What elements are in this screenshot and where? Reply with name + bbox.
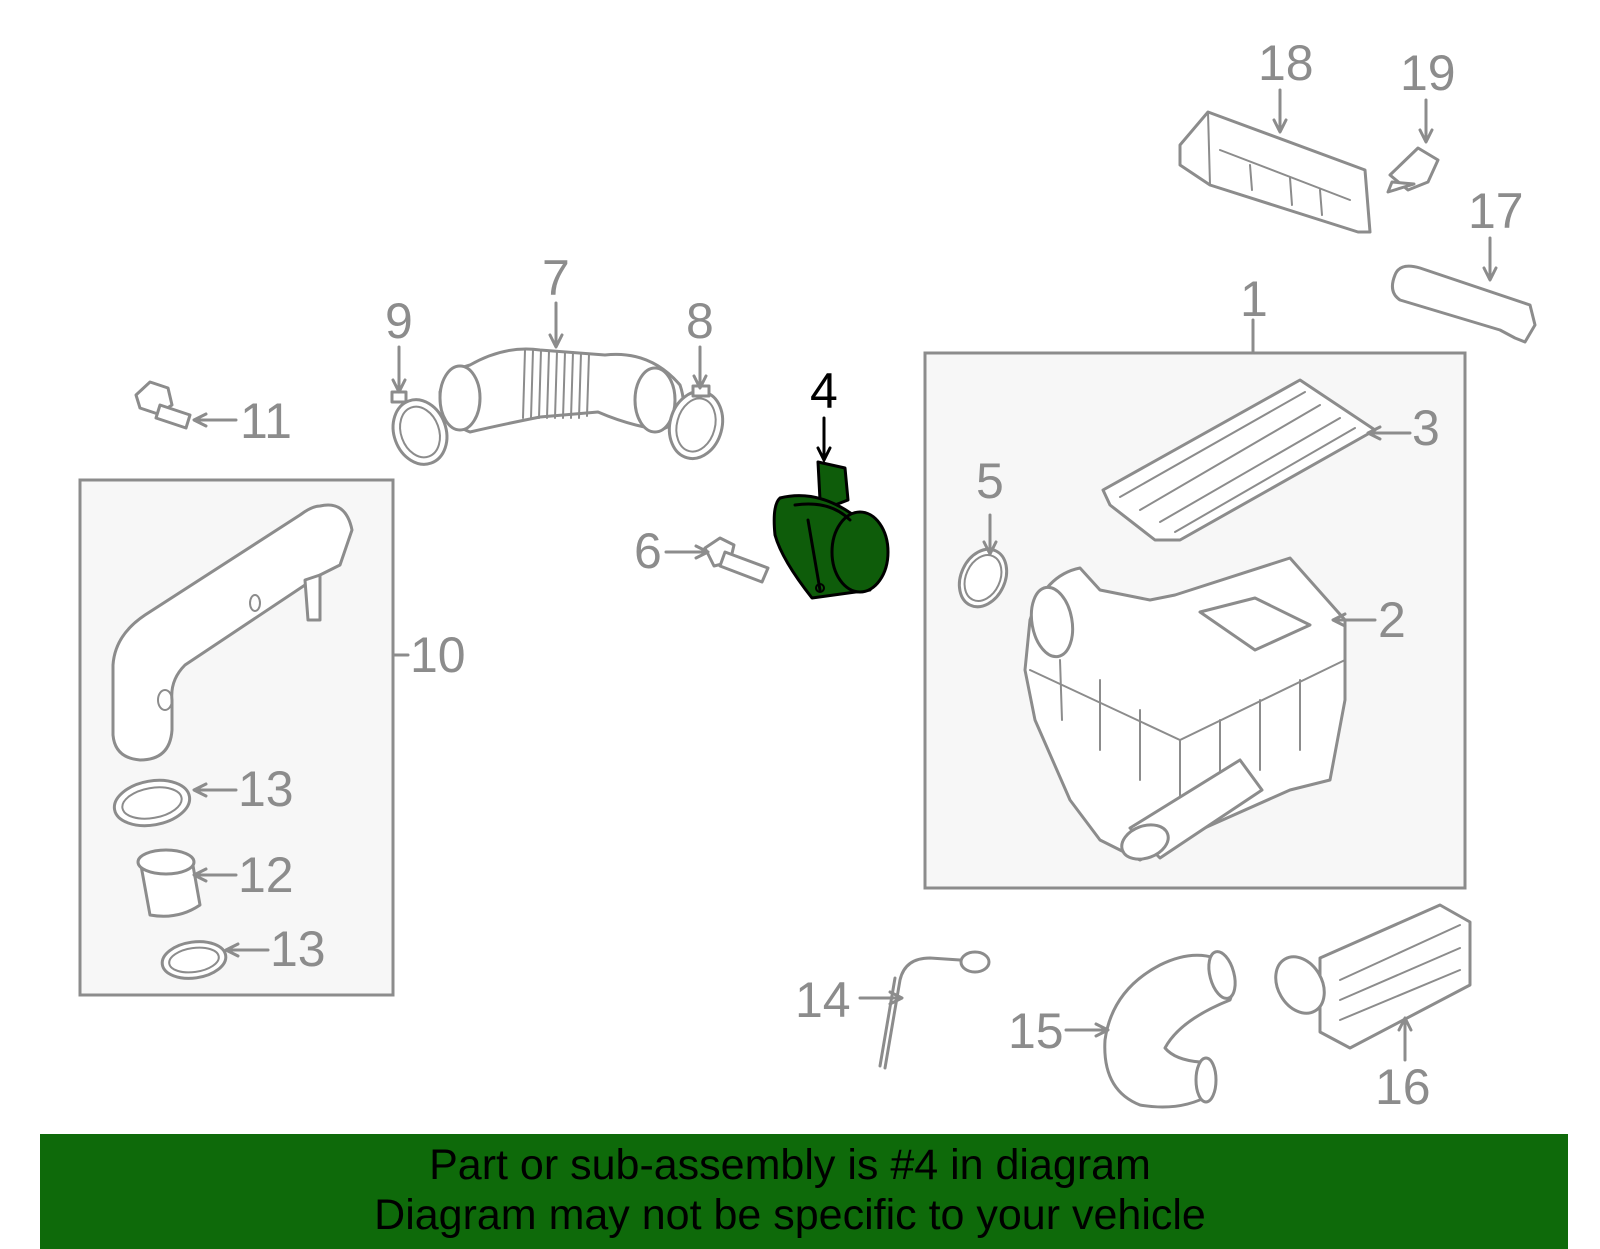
part-17-cover[interactable] bbox=[1390, 264, 1537, 344]
info-banner: Part or sub-assembly is #4 in diagram Di… bbox=[40, 1134, 1568, 1249]
callout-16: 16 bbox=[1375, 1059, 1431, 1115]
arrow-19 bbox=[1418, 98, 1434, 144]
part-7-hose[interactable] bbox=[438, 347, 685, 434]
part-5-seal[interactable] bbox=[950, 542, 1015, 615]
part-16-duct[interactable] bbox=[1266, 903, 1472, 1050]
arrow-8 bbox=[692, 345, 708, 390]
arrow-12 bbox=[192, 867, 238, 883]
callout-7: 7 bbox=[542, 250, 570, 306]
arrow-15 bbox=[1064, 1022, 1110, 1038]
part-12-coupler[interactable] bbox=[136, 848, 202, 918]
part-9-clamp[interactable] bbox=[384, 390, 455, 472]
part-19-bolt[interactable] bbox=[1386, 146, 1440, 194]
callout-15: 15 bbox=[1008, 1003, 1064, 1059]
part-15-hose[interactable] bbox=[1103, 949, 1240, 1109]
arrow-3 bbox=[1366, 425, 1412, 441]
part-2-housing[interactable] bbox=[1023, 556, 1347, 865]
callout-8: 8 bbox=[686, 293, 714, 349]
part-8-clamp[interactable] bbox=[662, 384, 730, 464]
arrow-16 bbox=[1397, 1016, 1413, 1062]
callout-9: 9 bbox=[385, 293, 413, 349]
part-6-bolt[interactable] bbox=[703, 536, 770, 584]
callout-4: 4 bbox=[810, 363, 838, 419]
callout-17: 17 bbox=[1468, 183, 1524, 239]
callout-12: 12 bbox=[238, 847, 294, 903]
part-13-clamp-upper[interactable] bbox=[111, 775, 193, 832]
arrow-13-lower bbox=[224, 942, 270, 958]
arrow-17 bbox=[1482, 236, 1498, 282]
banner-line-1: Part or sub-assembly is #4 in diagram bbox=[429, 1141, 1151, 1189]
arrow-6 bbox=[664, 544, 710, 560]
callout-13-lower: 13 bbox=[270, 921, 326, 977]
callout-2: 2 bbox=[1378, 592, 1406, 648]
arrow-4 bbox=[816, 416, 832, 464]
callout-5: 5 bbox=[976, 453, 1004, 509]
part-18-deflector[interactable] bbox=[1178, 110, 1372, 234]
banner-line-2: Diagram may not be specific to your vehi… bbox=[374, 1191, 1206, 1239]
callout-11: 11 bbox=[240, 393, 292, 449]
arrow-9 bbox=[391, 345, 407, 394]
part-10-tube[interactable] bbox=[111, 503, 354, 762]
callout-14: 14 bbox=[795, 972, 851, 1028]
callout-10: 10 bbox=[410, 627, 466, 683]
arrow-2 bbox=[1331, 612, 1377, 628]
arrow-7 bbox=[548, 301, 564, 349]
callout-3: 3 bbox=[1412, 400, 1440, 456]
callout-1: 1 bbox=[1240, 271, 1268, 327]
part-11-bolt[interactable] bbox=[134, 380, 192, 430]
part-13-clamp-lower[interactable] bbox=[160, 938, 228, 983]
arrow-14 bbox=[858, 990, 904, 1006]
callout-13-upper: 13 bbox=[238, 761, 294, 817]
callout-18: 18 bbox=[1258, 35, 1314, 91]
part-14-hose[interactable] bbox=[878, 950, 991, 1070]
callout-19: 19 bbox=[1400, 45, 1456, 101]
part-3-filter[interactable] bbox=[1101, 378, 1377, 542]
arrow-13-upper bbox=[192, 782, 238, 798]
part-4-maf-sensor[interactable] bbox=[772, 460, 890, 600]
callout-6: 6 bbox=[634, 523, 662, 579]
arrow-11 bbox=[192, 412, 238, 428]
arrow-18 bbox=[1272, 88, 1288, 134]
arrow-5 bbox=[982, 513, 998, 556]
